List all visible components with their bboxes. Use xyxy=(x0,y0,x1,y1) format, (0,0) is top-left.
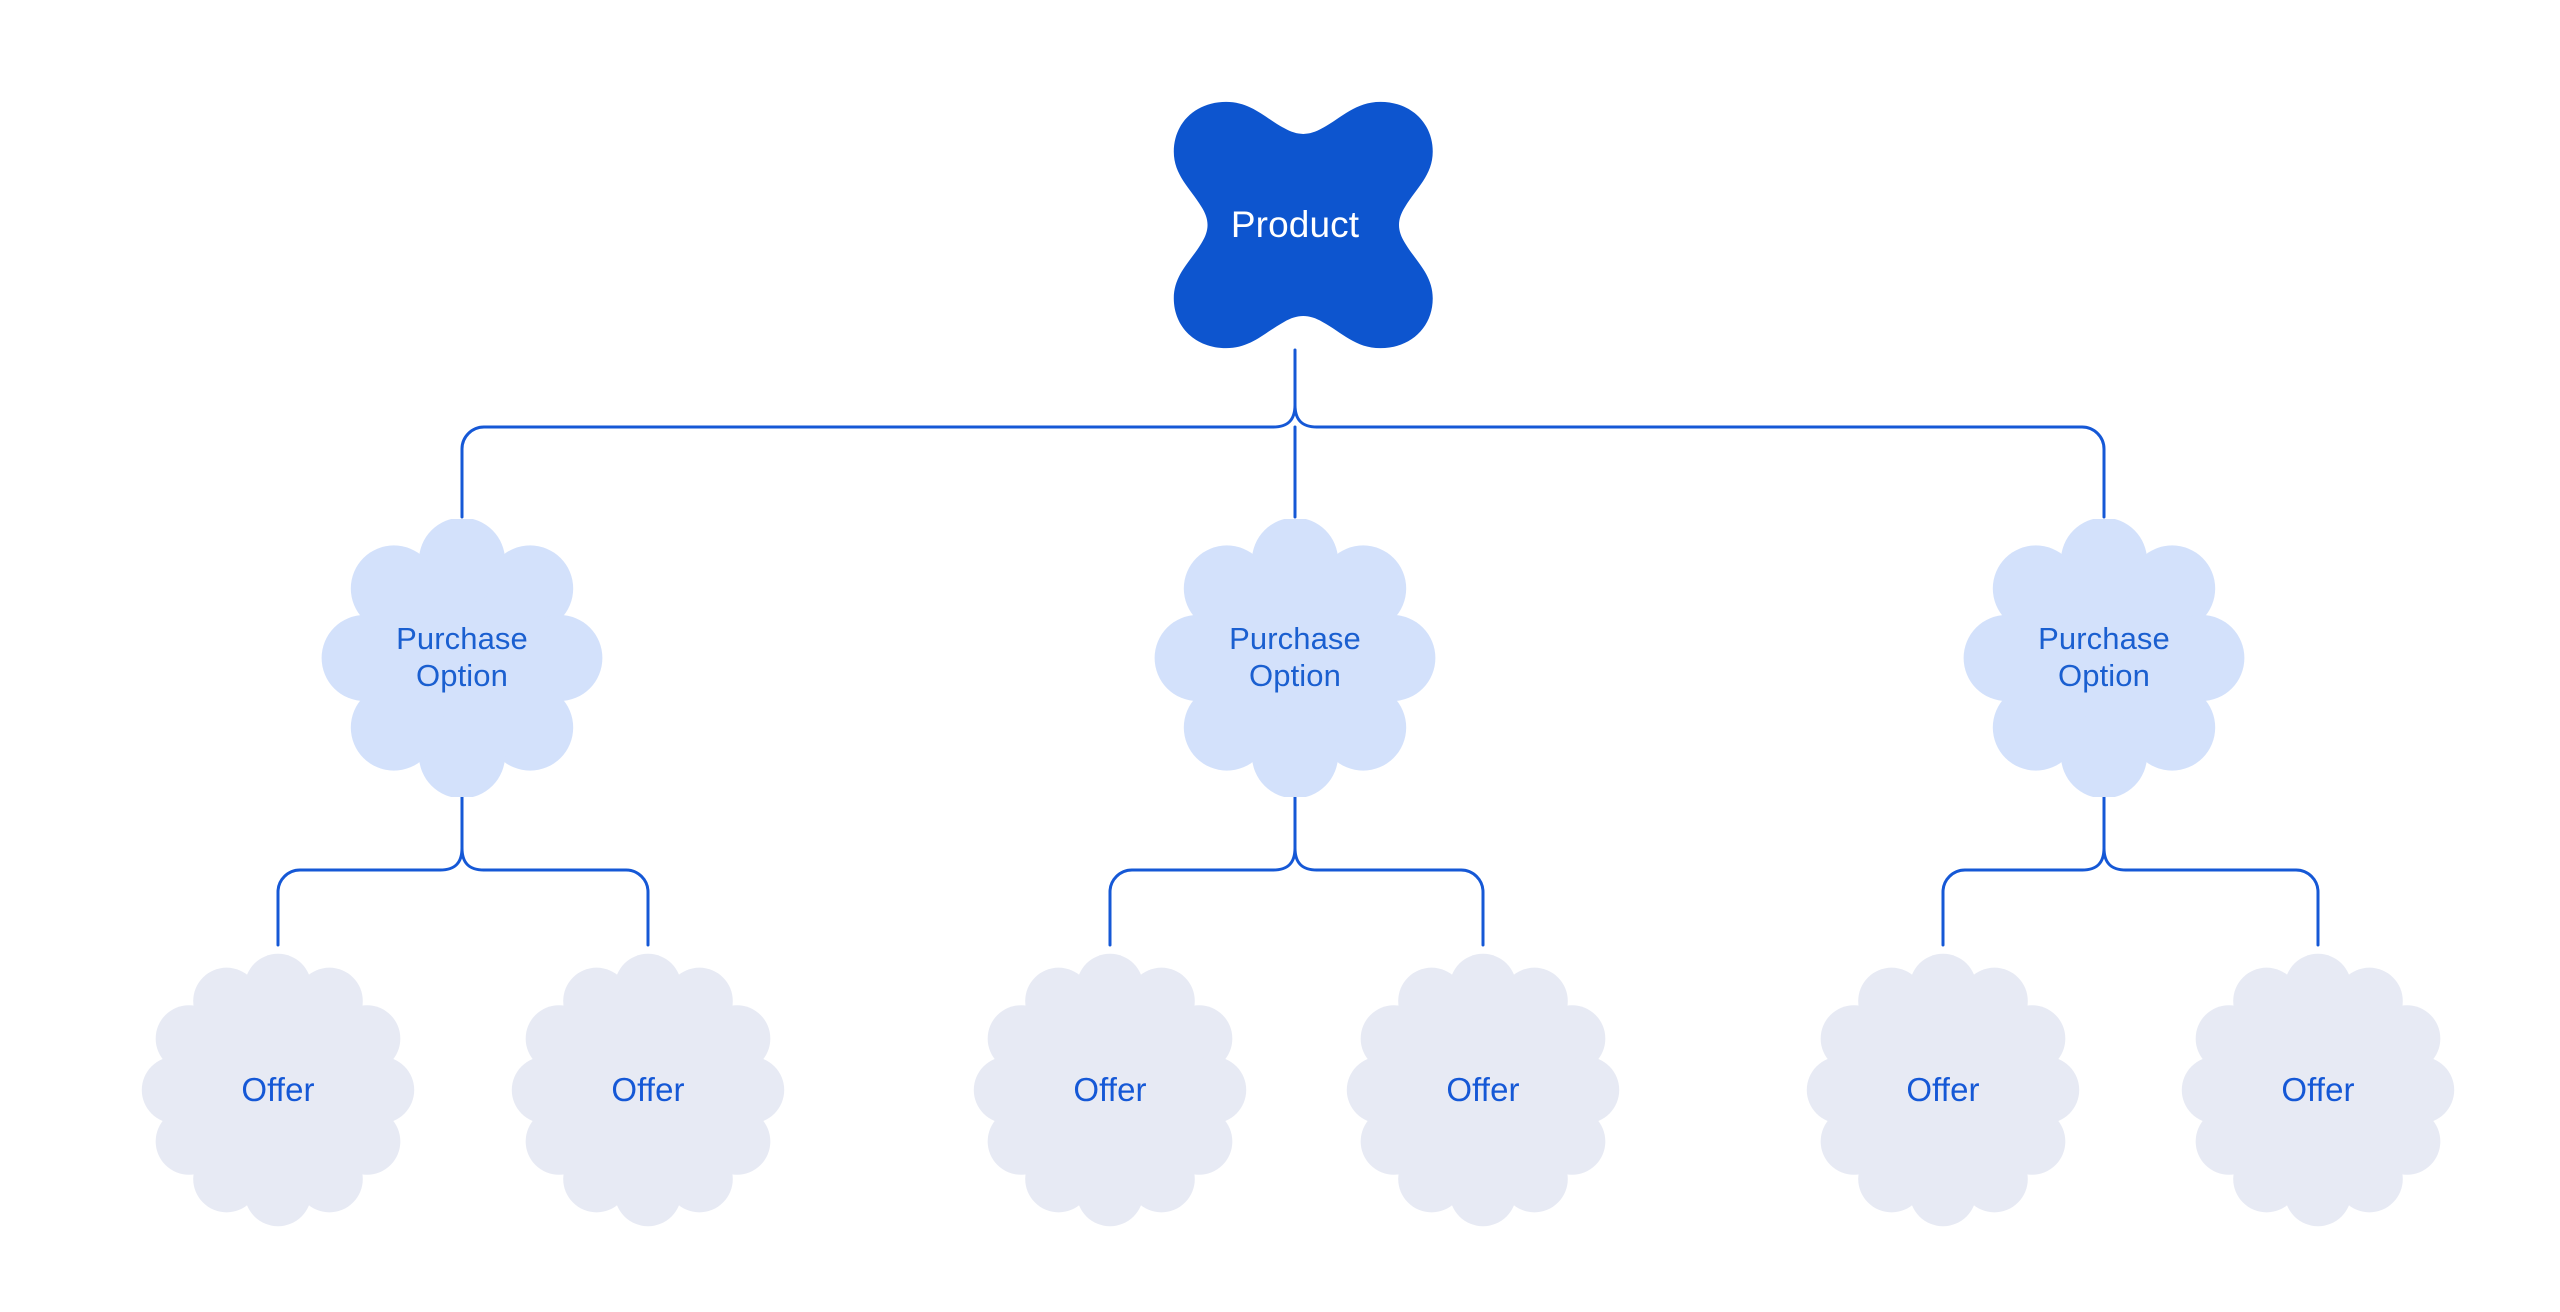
node-offer-label: Offer xyxy=(2281,1070,2355,1108)
edge-bus-junction-left xyxy=(1271,403,1297,429)
edge-bus-left-arm xyxy=(460,425,1275,519)
node-offer-2[interactable]: Offer xyxy=(509,944,787,1236)
edge-option2-to-offer3 xyxy=(1108,868,1275,947)
node-offer-6[interactable]: Offer xyxy=(2179,944,2457,1236)
node-offer-label: Offer xyxy=(1446,1070,1520,1108)
edge-option2-fillet-right xyxy=(1293,846,1319,872)
node-offer-label: Offer xyxy=(1073,1070,1147,1108)
node-offer-label: Offer xyxy=(611,1070,685,1108)
node-product-label: Product xyxy=(1230,204,1360,246)
edge-option1-to-offer1 xyxy=(276,868,442,947)
edge-option3-to-offer6 xyxy=(2124,868,2320,947)
node-offer-3[interactable]: Offer xyxy=(971,944,1249,1236)
node-purchase-option-label: Purchase Option xyxy=(396,621,528,693)
edge-bus-junction-right xyxy=(1293,403,1319,429)
offer-blob-shape xyxy=(1806,953,2080,1227)
node-purchase-option-label: Purchase Option xyxy=(2038,621,2170,693)
node-offer-label: Offer xyxy=(1906,1070,1980,1108)
node-product[interactable]: Product xyxy=(1149,94,1441,356)
edge-bus-right-arm xyxy=(1315,425,2106,519)
node-offer-1[interactable]: Offer xyxy=(139,944,417,1236)
offer-blob-shape xyxy=(2181,953,2455,1227)
node-offer-label: Offer xyxy=(241,1070,315,1108)
purchase-option-blob-shape xyxy=(1154,519,1436,797)
node-offer-4[interactable]: Offer xyxy=(1344,944,1622,1236)
purchase-option-blob-shape xyxy=(321,519,603,797)
edge-option2-fillet-left xyxy=(1271,846,1297,872)
edge-option1-fillet-right xyxy=(460,846,486,872)
node-purchase-option-3[interactable]: Purchase Option xyxy=(1956,519,2252,797)
edge-option1-to-offer2 xyxy=(482,868,650,947)
offer-blob-shape xyxy=(1346,953,1620,1227)
edge-option2-to-offer4 xyxy=(1315,868,1485,947)
offer-blob-shape xyxy=(141,953,415,1227)
edge-option3-fillet-right xyxy=(2102,846,2128,872)
offer-blob-shape xyxy=(511,953,785,1227)
node-purchase-option-2[interactable]: Purchase Option xyxy=(1147,519,1443,797)
node-purchase-option-1[interactable]: Purchase Option xyxy=(314,519,610,797)
node-offer-5[interactable]: Offer xyxy=(1804,944,2082,1236)
offer-blob-shape xyxy=(973,953,1247,1227)
edge-option3-to-offer5 xyxy=(1941,868,2084,947)
purchase-option-blob-shape xyxy=(1963,519,2245,797)
edge-option1-fillet-left xyxy=(438,846,464,872)
edge-option3-fillet-left xyxy=(2080,846,2106,872)
node-purchase-option-label: Purchase Option xyxy=(1229,621,1361,693)
